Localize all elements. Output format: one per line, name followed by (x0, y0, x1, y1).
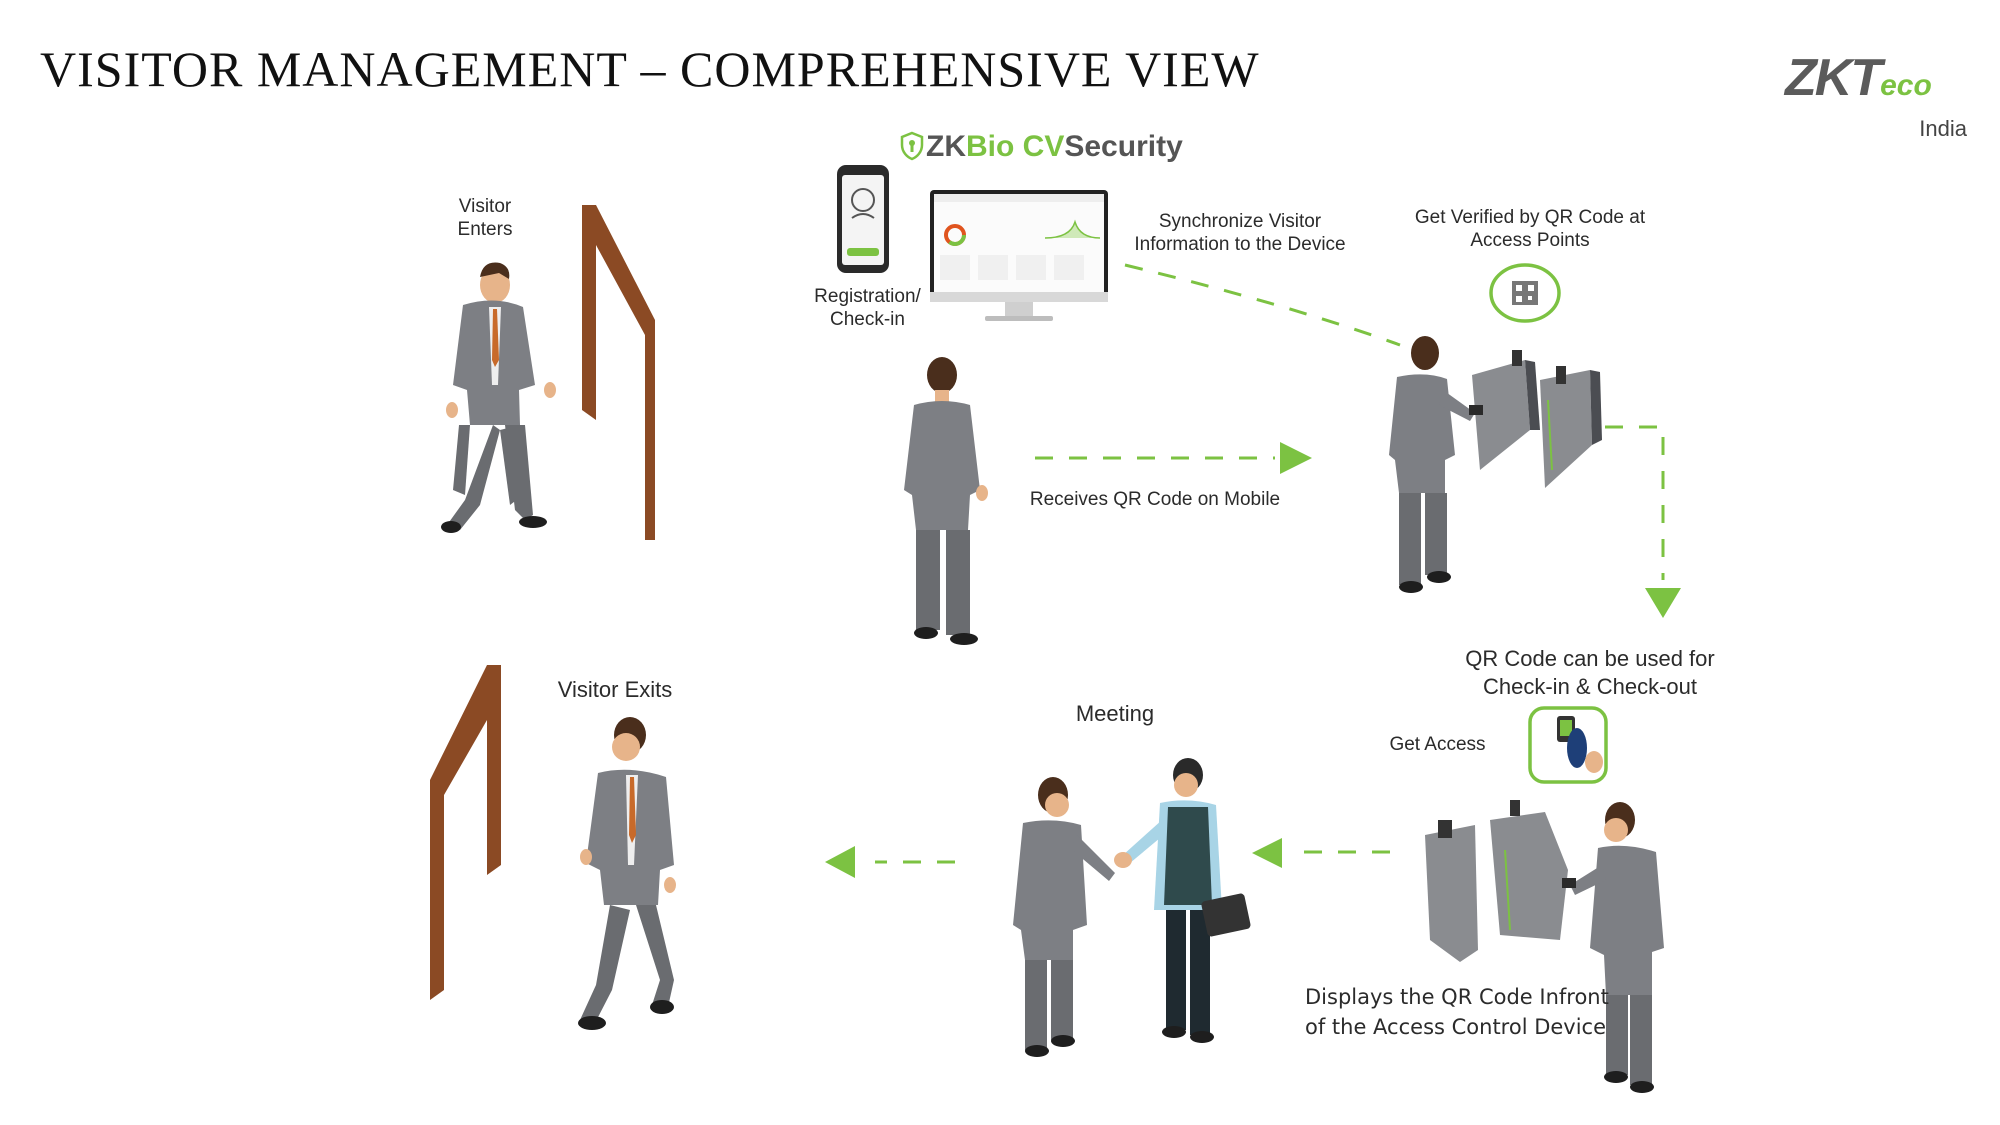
label-displays-qr-text: Displays the QR Code Infront of the Acce… (1305, 985, 1609, 1039)
label-synchronize-text: Synchronize Visitor Information to the D… (1134, 211, 1346, 255)
turnstile-gate-bottom (1425, 800, 1568, 962)
label-meeting: Meeting (1040, 700, 1190, 728)
visitor-exiting-figure (578, 717, 676, 1030)
label-verified-text: Get Verified by QR Code at Access Points (1414, 207, 1646, 251)
shield-icon (900, 131, 924, 161)
exit-door (430, 665, 501, 1000)
arrowhead-left-meeting (1252, 838, 1282, 868)
monitor-dashboard-icon (930, 190, 1108, 321)
visitor-displaying-qr-figure (1562, 802, 1664, 1093)
mobile-phone-icon (837, 165, 889, 273)
page-title: VISITOR MANAGEMENT – COMPREHENSIVE VIEW (40, 41, 1260, 97)
meeting-visitor-figure (1013, 777, 1115, 1057)
label-get-access: Get Access (1375, 733, 1500, 756)
label-displays-qr: Displays the QR Code Infront of the Acce… (1305, 982, 1609, 1042)
product-name-zk: ZK (926, 130, 966, 163)
logo-brand-eco: eco (1880, 69, 1932, 102)
product-name-bio: Bio (966, 130, 1023, 163)
logo-brand-main: ZKT (1785, 49, 1882, 107)
qr-scan-icon (1528, 706, 1608, 784)
label-qr-checkin-checkout: QR Code can be used for Check-in & Check… (1430, 645, 1750, 701)
arrow-turnstile-down (1605, 425, 1665, 580)
label-registration-text: Registration/ Check-in (814, 286, 921, 330)
product-brand: ZKBio CVSecurity (900, 130, 1183, 164)
visitor-registering-figure (904, 357, 988, 645)
label-registration: Registration/ Check-in (795, 285, 940, 331)
qr-code-icon (1489, 263, 1561, 323)
arrow-sync (1124, 263, 1401, 347)
product-name-cv: CV (1022, 130, 1065, 163)
turnstile-gate-top (1472, 350, 1602, 488)
label-qr-checkin-checkout-text: QR Code can be used for Check-in & Check… (1465, 646, 1715, 699)
zkteco-logo: ZKTeco India (1785, 49, 1975, 141)
label-visitor-exits: Visitor Exits (525, 676, 705, 704)
label-visitor-enters: Visitor Enters (440, 195, 530, 241)
label-verified: Get Verified by QR Code at Access Points (1395, 206, 1665, 252)
visitor-entering-figure (441, 262, 556, 533)
label-get-access-text: Get Access (1389, 734, 1486, 755)
label-visitor-exits-text: Visitor Exits (557, 677, 673, 702)
label-visitor-enters-text: Visitor Enters (457, 196, 513, 240)
arrowhead-down (1645, 588, 1681, 618)
visitor-verifying-figure (1389, 336, 1483, 593)
product-name-security: Security (1064, 130, 1183, 163)
label-receives-qr-text: Receives QR Code on Mobile (1029, 489, 1281, 510)
arrowhead-right (1280, 442, 1312, 474)
label-receives-qr: Receives QR Code on Mobile (1020, 488, 1290, 511)
arrowhead-left-exit (825, 846, 855, 878)
label-synchronize: Synchronize Visitor Information to the D… (1115, 210, 1365, 256)
meeting-host-figure (1114, 758, 1251, 1043)
entrance-door (582, 205, 655, 540)
logo-region: India (1919, 116, 1967, 141)
label-meeting-text: Meeting (1075, 701, 1155, 726)
flow-arrows (875, 263, 1665, 864)
